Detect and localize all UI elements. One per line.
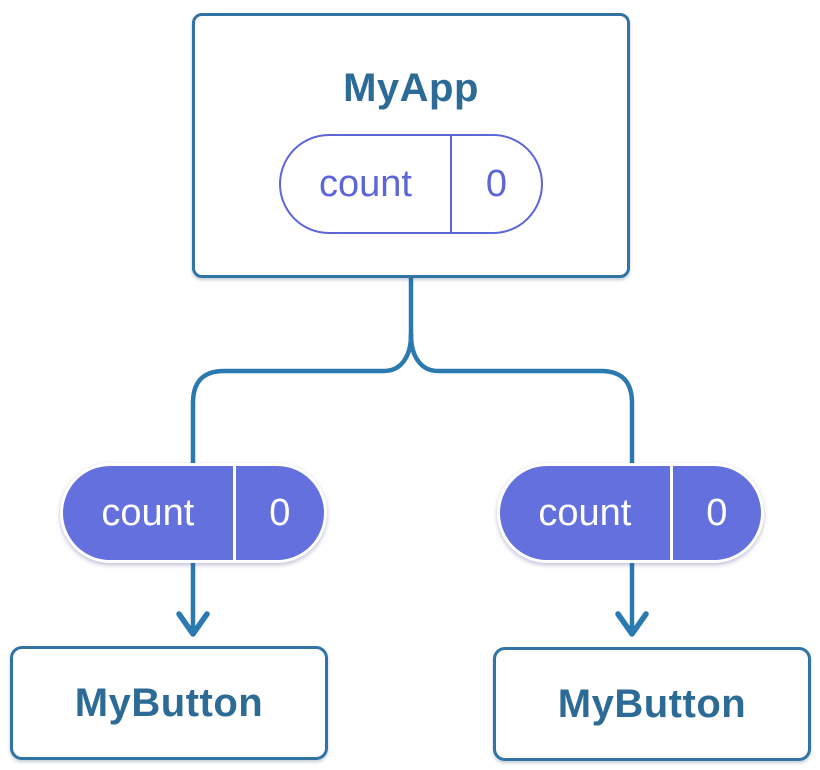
state-pill-value: 0 (450, 136, 541, 232)
arrowhead-right (615, 611, 649, 637)
connector-branch-left (190, 332, 414, 636)
state-pill-name: count (319, 163, 412, 205)
node-mybutton-right: MyButton (493, 647, 811, 761)
connector-branch-right (408, 332, 635, 636)
node-mybutton-left-title: MyButton (74, 681, 264, 725)
arrowhead-left (176, 611, 210, 637)
node-mybutton-left: MyButton (10, 646, 328, 760)
prop-pill-value: 0 (232, 466, 324, 560)
prop-pill-name: count (101, 492, 195, 534)
state-pill-myapp: count 0 (279, 134, 543, 234)
node-myapp-title: MyApp (343, 66, 479, 110)
prop-pill-left: count 0 (60, 463, 327, 563)
node-mybutton-right-title: MyButton (557, 682, 747, 726)
prop-pill-name: count (538, 492, 632, 534)
prop-pill-value: 0 (669, 466, 761, 560)
node-myapp: MyApp count 0 (192, 13, 630, 278)
prop-pill-right: count 0 (497, 463, 764, 563)
